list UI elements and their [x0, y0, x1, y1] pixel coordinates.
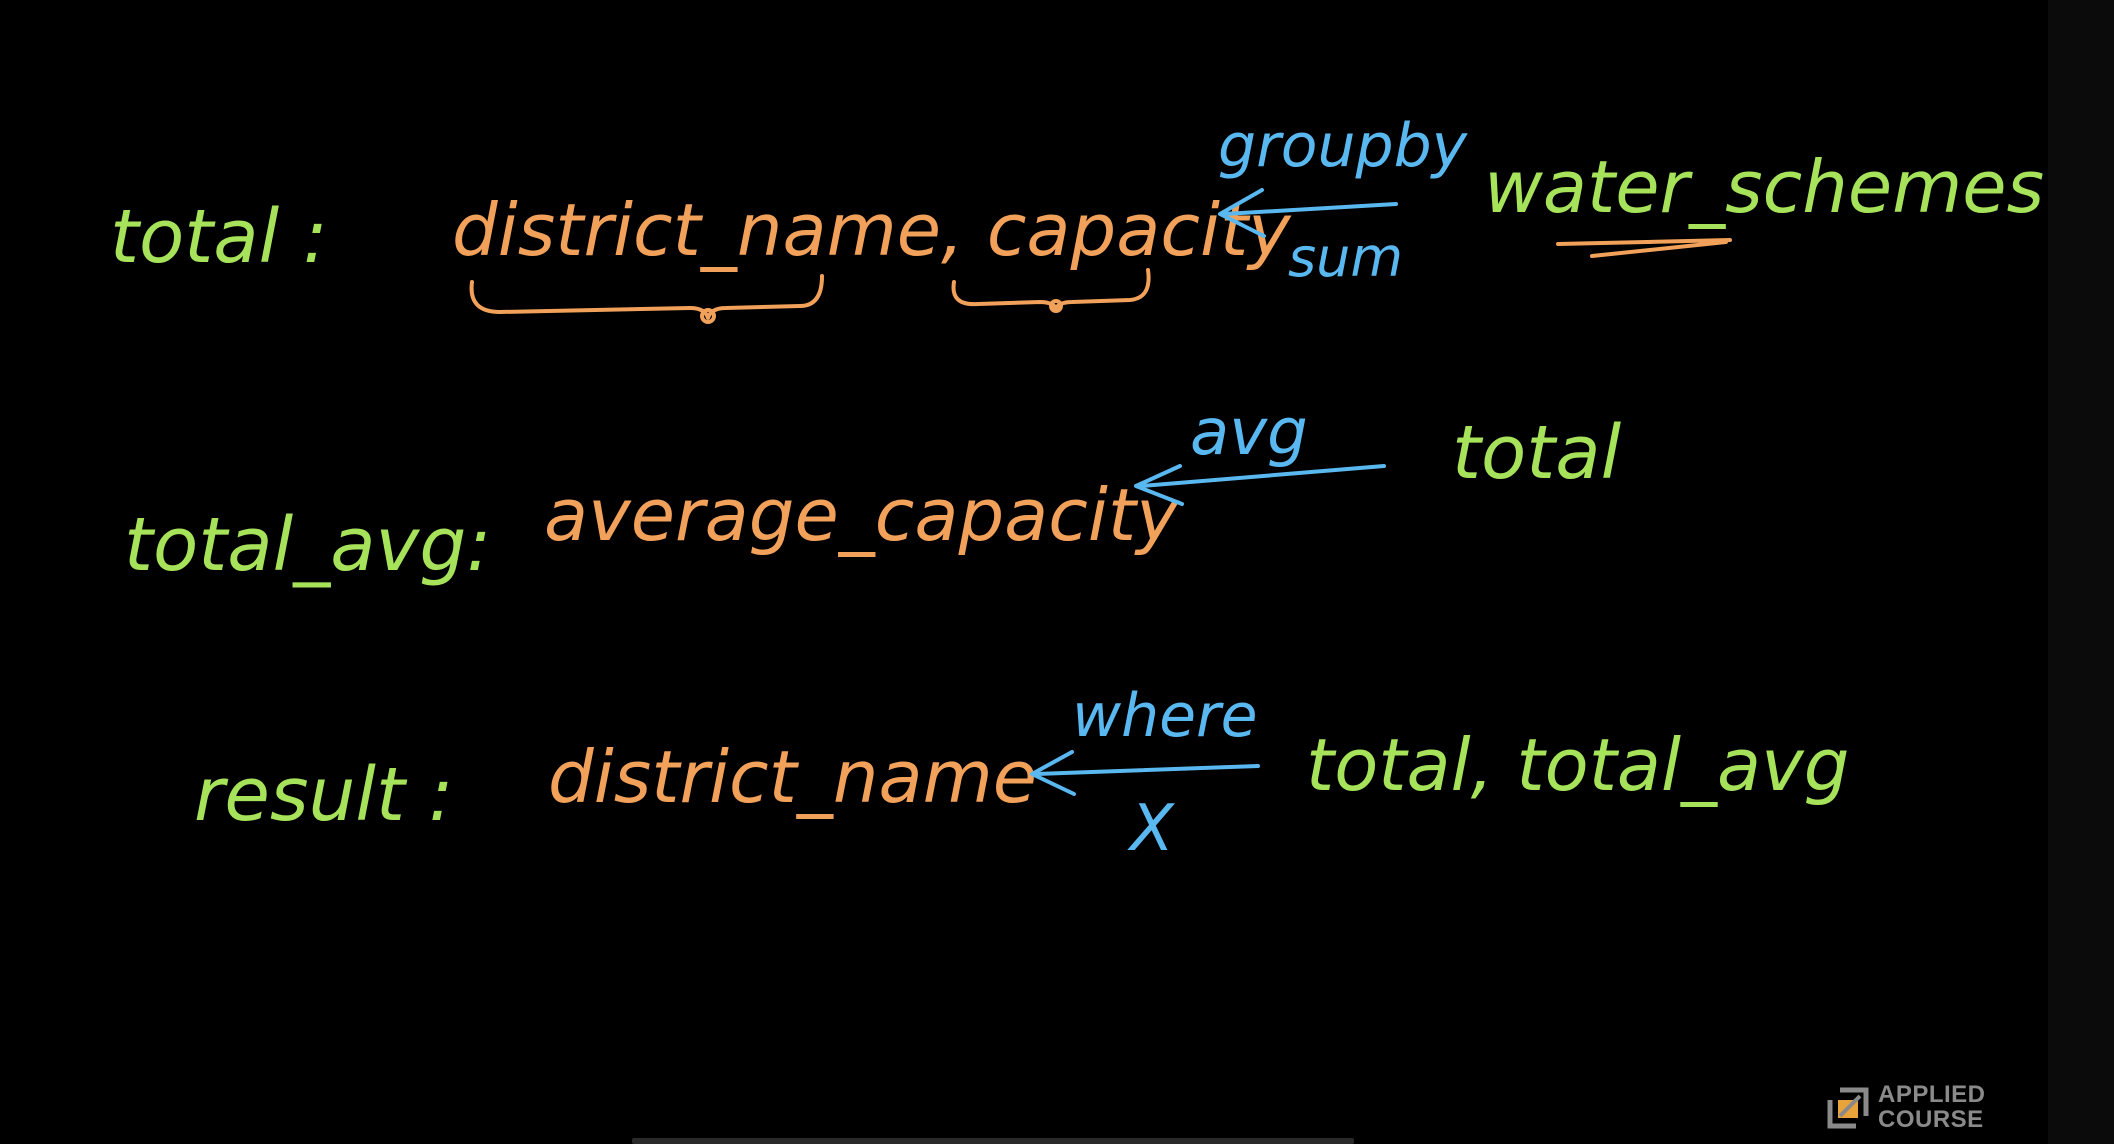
- row1-source-underline: [1556, 238, 1732, 258]
- logo-line1: APPLIED: [1878, 1081, 1986, 1108]
- row1-brace-capacity-knot: [1049, 299, 1063, 313]
- row2-label: total_avg:: [124, 502, 491, 588]
- video-progress-bar[interactable]: [632, 1138, 1354, 1144]
- row1-fields: district_name, capacity: [452, 188, 1292, 272]
- row1-label: total :: [110, 194, 328, 280]
- row1-op-top: groupby: [1218, 111, 1469, 181]
- row3-op-top: where: [1072, 681, 1258, 751]
- row1-arrow: [1218, 188, 1398, 238]
- row1-source: water_schemes: [1484, 145, 2044, 229]
- row1-brace-district-knot: [700, 308, 716, 324]
- logo-line2: COURSE: [1878, 1106, 1984, 1133]
- row2-op-top: avg: [1190, 396, 1308, 470]
- row2-arrow: [1134, 464, 1386, 506]
- logo-text: APPLIED COURSE: [1878, 1082, 1986, 1132]
- row3-arrow: [1030, 750, 1260, 796]
- row1-op-bottom: sum: [1288, 226, 1403, 289]
- video-edge-strip: [2048, 0, 2114, 1144]
- row2-source: total: [1452, 410, 1622, 496]
- row2-field: average_capacity: [544, 473, 1180, 557]
- applied-course-logo: APPLIED COURSE: [1826, 1080, 2006, 1136]
- logo-mark-icon: [1827, 1087, 1869, 1129]
- row3-source: total, total_avg: [1306, 723, 1849, 807]
- row3-op-bottom: X: [1127, 792, 1175, 866]
- row1-brace-district: [469, 274, 824, 320]
- row3-label: result :: [194, 752, 453, 838]
- row3-field: district_name: [548, 735, 1037, 819]
- row1-brace-capacity: [951, 268, 1151, 310]
